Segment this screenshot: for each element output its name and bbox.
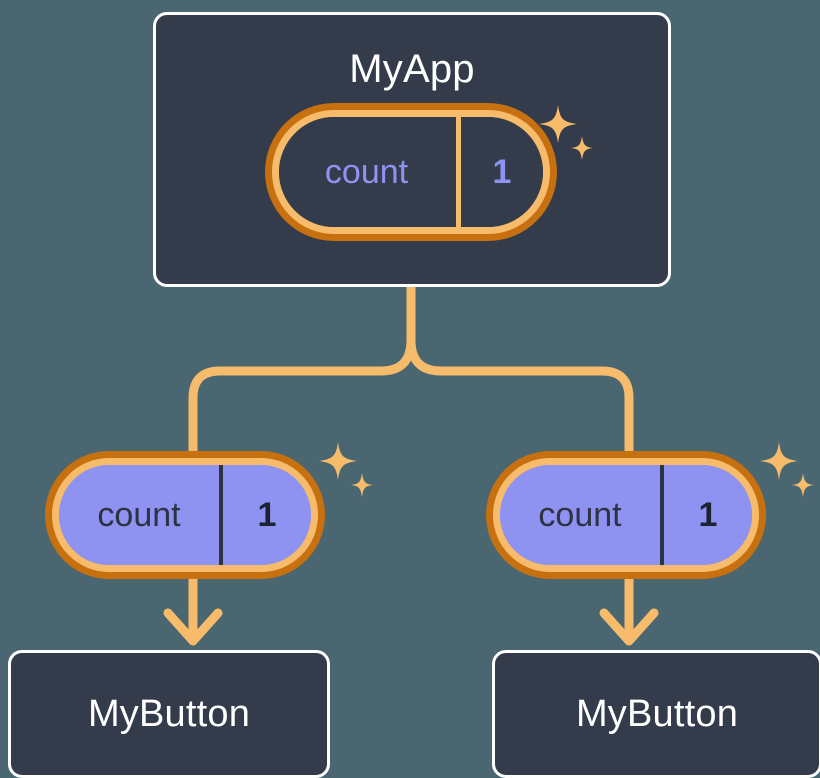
sparkle-four-point-small-icon	[792, 473, 814, 497]
state-value-label: 1	[698, 495, 718, 534]
sparkle-four-point-icon	[760, 442, 798, 480]
state-key-label: count	[500, 465, 664, 565]
state-value-label: 1	[257, 495, 277, 534]
left-button-card[interactable]: MyButton	[8, 650, 330, 778]
sparkle-group-right	[757, 440, 817, 510]
page-title: MyApp	[349, 47, 475, 91]
state-key-label: count	[279, 117, 461, 227]
arrow-head-right	[599, 608, 659, 646]
left-button-label: MyButton	[87, 692, 251, 735]
connector-junction-right	[406, 335, 634, 463]
state-pill-root[interactable]: count 1	[272, 110, 550, 234]
connector-junction-left	[188, 335, 416, 463]
state-pill-right[interactable]: count 1	[493, 458, 759, 572]
state-pill-left[interactable]: count 1	[52, 458, 318, 572]
sparkle-four-point-small-icon	[351, 473, 373, 497]
state-pill-left-inner: count 1	[59, 465, 311, 565]
state-pill-root-inner: count 1	[279, 117, 543, 227]
sparkle-four-point-icon	[319, 442, 357, 480]
state-pill-right-inner: count 1	[500, 465, 752, 565]
arrow-head-left	[163, 608, 223, 646]
state-value-label: 1	[492, 152, 512, 191]
state-key-label: count	[59, 465, 223, 565]
right-button-label: MyButton	[575, 692, 739, 735]
right-button-card[interactable]: MyButton	[492, 650, 820, 778]
sparkle-group-left	[316, 440, 376, 510]
